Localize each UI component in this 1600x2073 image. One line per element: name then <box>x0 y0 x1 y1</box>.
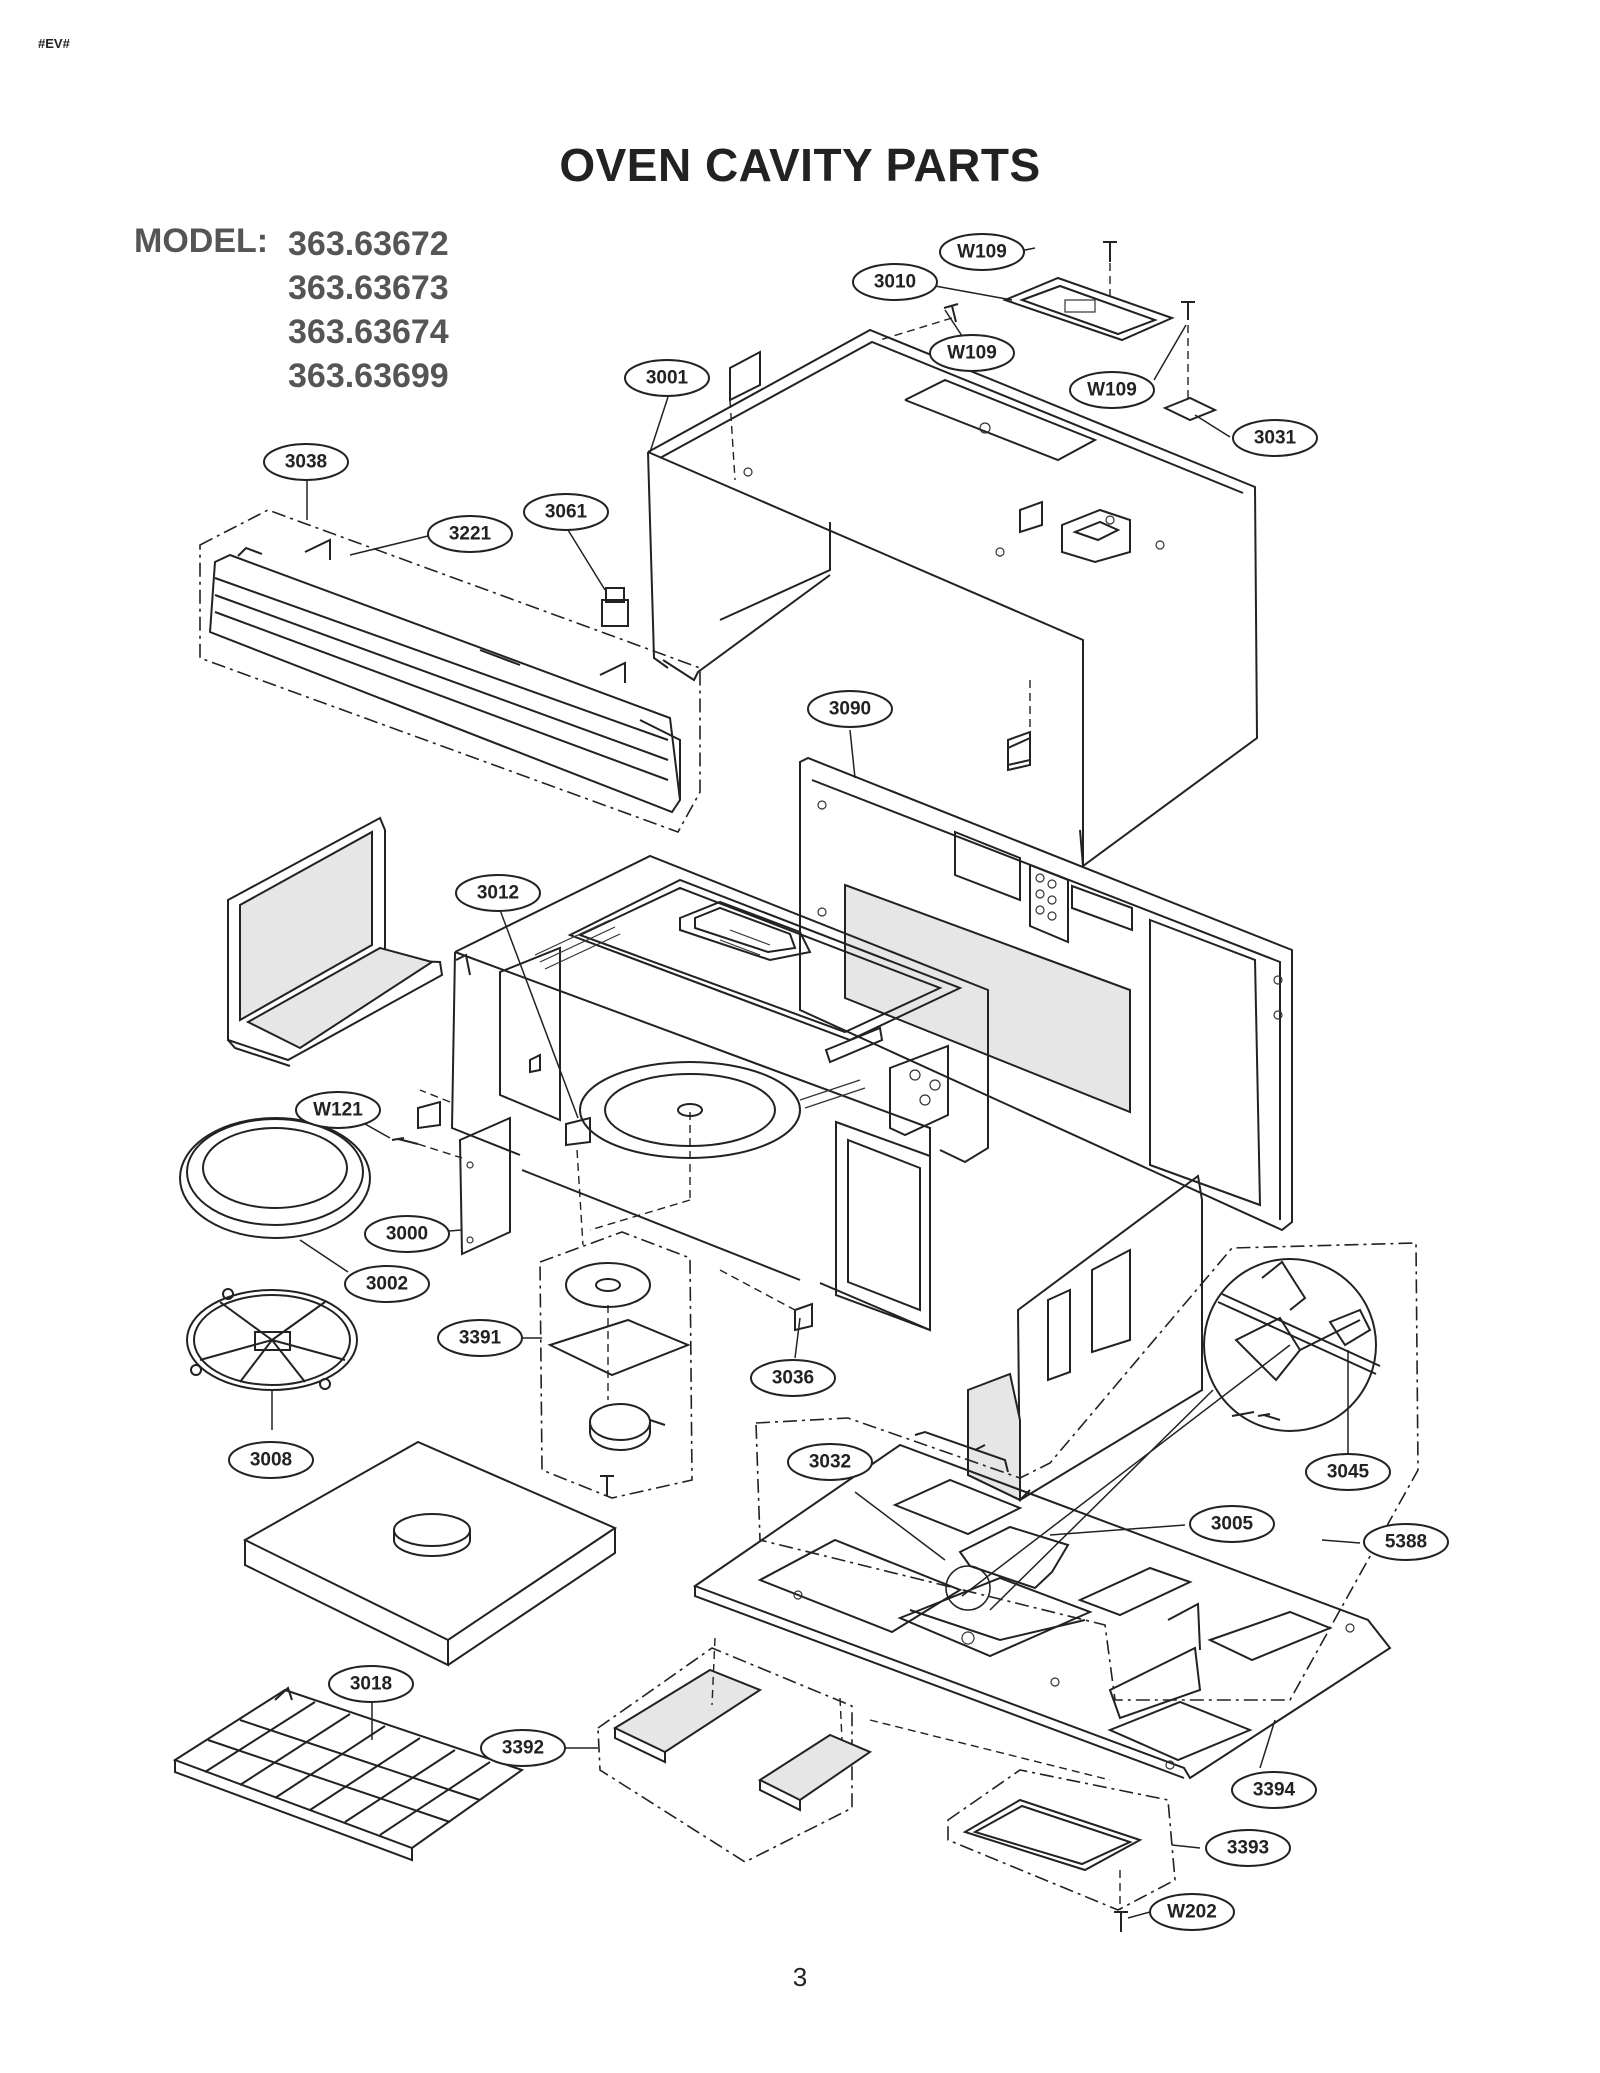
callout-3031: 3031 <box>1232 419 1318 457</box>
back-panel-drawing <box>799 756 1293 1232</box>
callout-label: 3031 <box>1254 428 1297 449</box>
callout-5388: 5388 <box>1363 1523 1449 1561</box>
callout-3002: 3002 <box>344 1265 430 1303</box>
door-latch-drawing <box>417 1089 813 1332</box>
callout-3090: 3090 <box>807 690 893 728</box>
callout-W109-right: W109 <box>1069 371 1155 409</box>
oven-rack-drawing <box>172 1686 525 1862</box>
base-plate-drawing <box>692 1430 1392 1780</box>
callout-3045: 3045 <box>1305 1453 1391 1491</box>
callout-label: 3008 <box>250 1450 292 1471</box>
cavity-vent-holes <box>534 919 866 1109</box>
callout-3000: 3000 <box>364 1215 450 1253</box>
roller-ring-drawing <box>186 1288 358 1391</box>
callout-3394: 3394 <box>1231 1771 1317 1809</box>
model-label: MODEL: <box>134 222 269 260</box>
callout-label: W109 <box>1087 380 1137 401</box>
screw-drawings <box>391 241 1281 1932</box>
callout-3001: 3001 <box>624 359 710 397</box>
callout-3018: 3018 <box>328 1665 414 1703</box>
callout-label: 3391 <box>459 1328 502 1349</box>
callout-3036: 3036 <box>750 1359 836 1397</box>
callout-label: 3394 <box>1253 1780 1296 1801</box>
bottom-tray-drawing <box>242 1440 618 1667</box>
callout-3392: 3392 <box>480 1729 566 1767</box>
callout-3010: 3010 <box>852 263 938 301</box>
callout-label: 3045 <box>1327 1462 1370 1483</box>
callout-label: 3221 <box>449 524 492 545</box>
outer-cabinet-drawing <box>647 328 1259 868</box>
vent-grille-drawing <box>199 509 701 833</box>
callout-3012: 3012 <box>455 874 541 912</box>
model-number: 363.63673 <box>288 269 449 307</box>
callout-label: 3005 <box>1211 1514 1254 1535</box>
callout-label: 3002 <box>366 1274 408 1295</box>
lamp-cover-drawing <box>947 1769 1176 1911</box>
callout-3038: 3038 <box>263 443 349 481</box>
page-number: 3 <box>792 1962 808 1992</box>
callout-3005: 3005 <box>1189 1505 1275 1543</box>
callout-W109-mid: W109 <box>929 334 1015 372</box>
callout-label: 3010 <box>874 272 916 293</box>
callout-label: W109 <box>957 242 1007 263</box>
callout-label: 3036 <box>772 1368 814 1389</box>
page-tag: #EV# <box>38 36 70 51</box>
model-number: 363.63699 <box>288 357 449 395</box>
callout-3221: 3221 <box>427 515 513 553</box>
turntable-motor-drawing <box>539 1231 693 1499</box>
callout-label: 3392 <box>502 1738 544 1759</box>
page-title: OVEN CAVITY PARTS <box>559 139 1041 191</box>
callout-label: 3000 <box>386 1224 428 1245</box>
side-filter-frame-drawing <box>227 816 444 1067</box>
callout-W202: W202 <box>1149 1893 1235 1931</box>
waveguide-cover-drawing <box>458 1116 511 1256</box>
callout-3061: 3061 <box>523 493 609 531</box>
callout-label: W121 <box>313 1100 363 1121</box>
callout-label: 3001 <box>646 368 689 389</box>
latch-3061-drawing <box>601 587 1031 772</box>
model-list: 363.63672 363.63673 363.63674 363.63699 <box>288 222 449 398</box>
callout-label: 3032 <box>809 1452 851 1473</box>
callout-label: 3038 <box>285 452 327 473</box>
callout-3008: 3008 <box>228 1441 314 1479</box>
callout-label: 3012 <box>477 883 519 904</box>
callout-label: W109 <box>947 343 997 364</box>
callout-label: 3018 <box>350 1674 392 1695</box>
model-number: 363.63674 <box>288 313 449 351</box>
callout-3032: 3032 <box>787 1443 873 1481</box>
callout-3391: 3391 <box>437 1319 523 1357</box>
oven-cavity-drawing <box>450 854 989 1332</box>
switch-assembly-drawing <box>755 1242 1419 1701</box>
choke-panel-drawing <box>967 1174 1203 1502</box>
leader-lines <box>271 247 1361 1919</box>
callout-3393: 3393 <box>1205 1829 1291 1867</box>
callout-label: W202 <box>1167 1902 1217 1923</box>
callout-label: 5388 <box>1385 1532 1427 1553</box>
callout-W121: W121 <box>295 1091 381 1129</box>
top-bracket-drawing <box>729 250 1218 740</box>
model-number: 363.63672 <box>288 225 449 263</box>
grease-filters-drawing <box>597 1637 1111 1863</box>
glass-tray-drawing <box>179 1117 371 1239</box>
callout-label: 3061 <box>545 502 588 523</box>
callout-label: 3393 <box>1227 1838 1269 1859</box>
callout-W109-top: W109 <box>939 233 1025 271</box>
callout-label: 3090 <box>829 699 871 720</box>
